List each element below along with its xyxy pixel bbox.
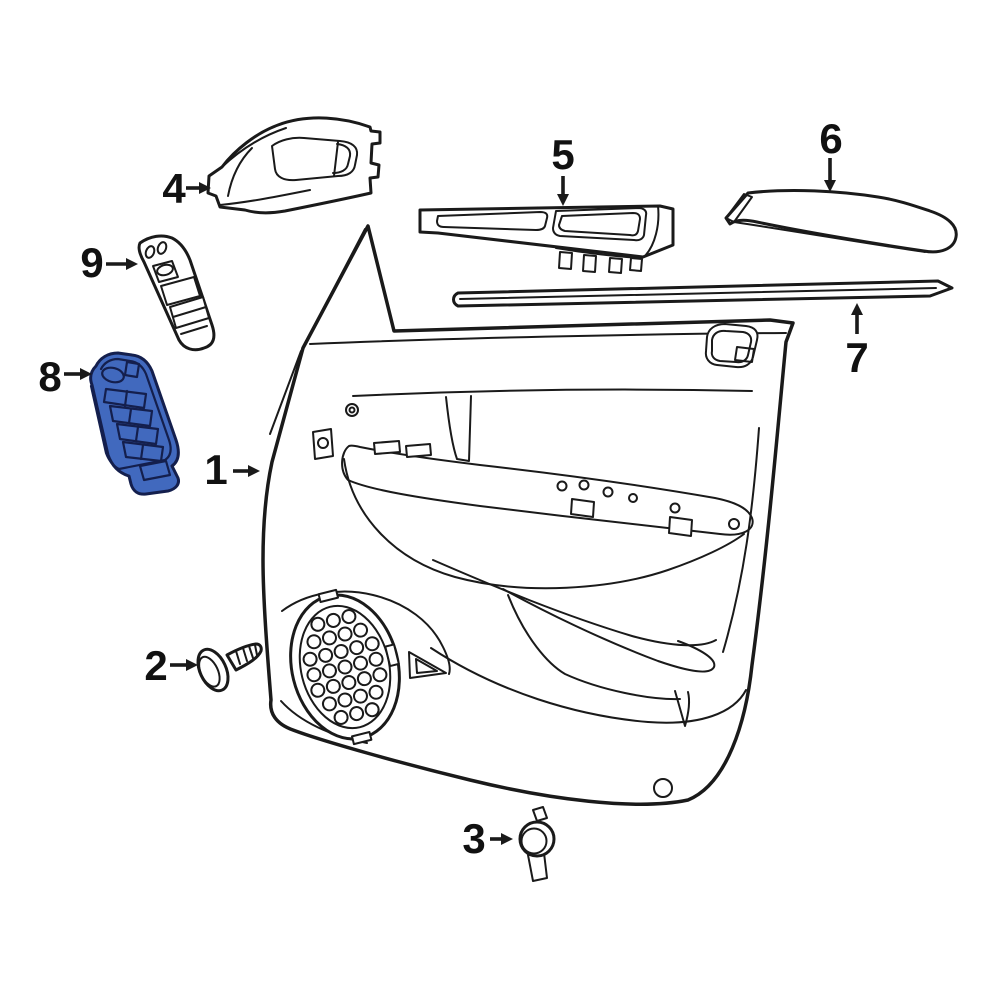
callout-arrow-1 bbox=[233, 465, 260, 477]
callout-label-1[interactable]: 1 bbox=[204, 446, 228, 493]
callout-arrow-5 bbox=[557, 176, 569, 206]
door-panel-details bbox=[269, 228, 787, 798]
callout-arrow-8 bbox=[64, 368, 92, 380]
speaker-grille bbox=[289, 588, 401, 746]
callout-arrow-3 bbox=[490, 833, 513, 845]
part-5-switch-bezel[interactable] bbox=[418, 204, 675, 274]
callout-label-9[interactable]: 9 bbox=[80, 239, 104, 286]
part-3-retainer-clip[interactable] bbox=[518, 806, 556, 882]
callout-label-8[interactable]: 8 bbox=[38, 353, 62, 400]
callout-label-2[interactable]: 2 bbox=[144, 642, 168, 689]
callout-label-6[interactable]: 6 bbox=[819, 115, 843, 162]
callout-arrow-2 bbox=[170, 659, 198, 671]
part-2-screw[interactable] bbox=[192, 642, 263, 695]
callout-label-3[interactable]: 3 bbox=[462, 815, 486, 862]
part-7-belt-molding[interactable] bbox=[452, 279, 954, 308]
callout-arrow-4 bbox=[186, 182, 211, 194]
callout-arrow-7 bbox=[851, 303, 863, 334]
part-1-door-trim-panel[interactable] bbox=[261, 224, 795, 806]
callout-arrow-6 bbox=[824, 158, 836, 192]
part-4-door-handle-bezel[interactable] bbox=[206, 116, 382, 215]
callout-label-5[interactable]: 5 bbox=[551, 131, 575, 178]
callout-label-4[interactable]: 4 bbox=[162, 165, 186, 212]
callout-arrow-9 bbox=[106, 258, 138, 270]
part-8-window-switch-bezel-highlighted[interactable] bbox=[89, 351, 180, 496]
part-9-window-switch[interactable] bbox=[137, 234, 216, 352]
callout-label-7[interactable]: 7 bbox=[845, 334, 869, 381]
part-6-armrest-pad[interactable] bbox=[724, 188, 958, 254]
